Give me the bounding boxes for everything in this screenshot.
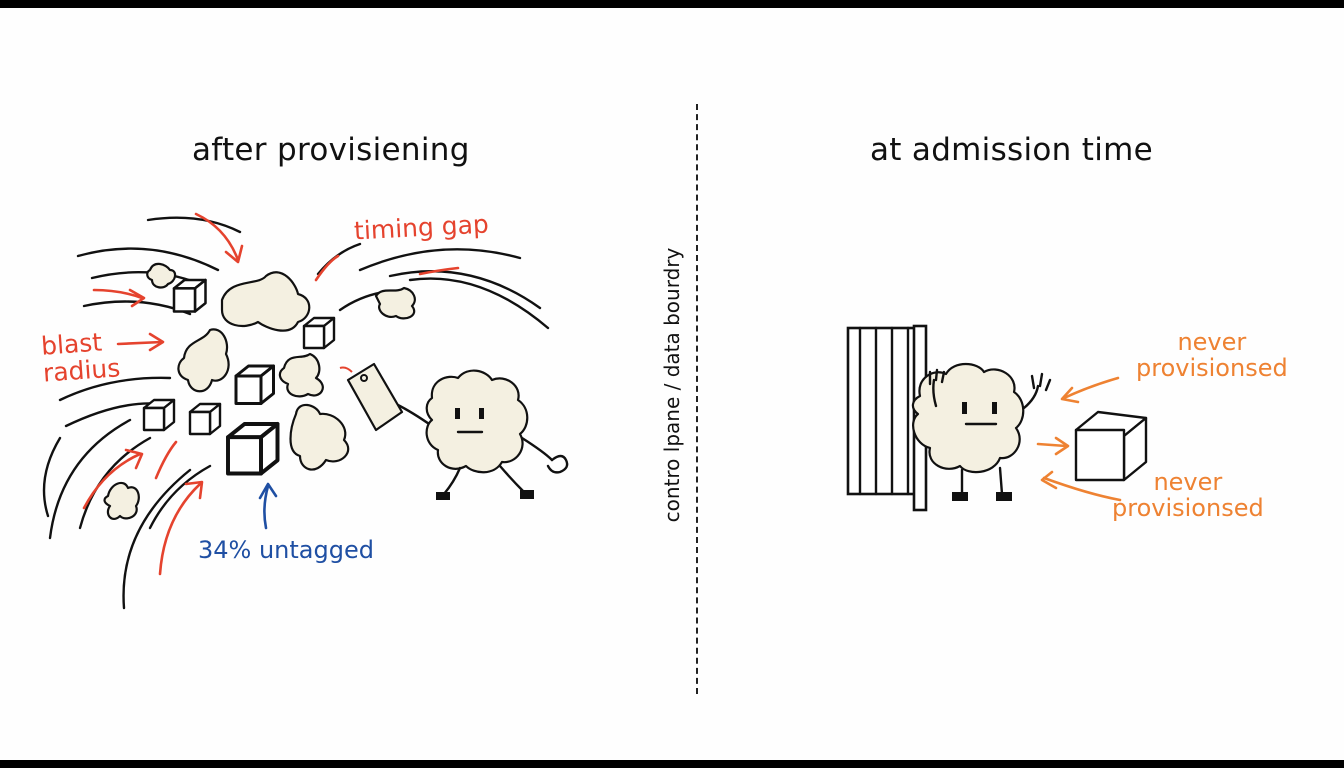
never-provisioned-bottom-label: never provisionsed [1112,468,1264,522]
boundary-divider [696,104,698,694]
untagged-label: 34% untagged [198,536,374,564]
motion-arcs [42,216,550,610]
never-provisioned-top-label: never provisionsed [1136,328,1288,382]
timing-gap-label: timing gap [353,209,490,246]
creature-gatekeeper [911,362,1052,501]
diagram-canvas: after provisiening at admission time tim… [0,8,1344,760]
rejection-arrows [1036,376,1122,502]
creature-running [339,362,569,500]
illustration [42,212,1148,610]
blast-arrows [82,212,460,576]
untagged-arrow [258,482,278,530]
left-panel-title: after provisiening [192,132,470,168]
debris-blobs [103,262,416,521]
right-panel-title: at admission time [870,132,1154,168]
blocked-cube [1074,410,1148,482]
boundary-label: contro lpane / data bourdry [660,247,684,523]
blast-radius-label: blast radius [40,327,122,388]
